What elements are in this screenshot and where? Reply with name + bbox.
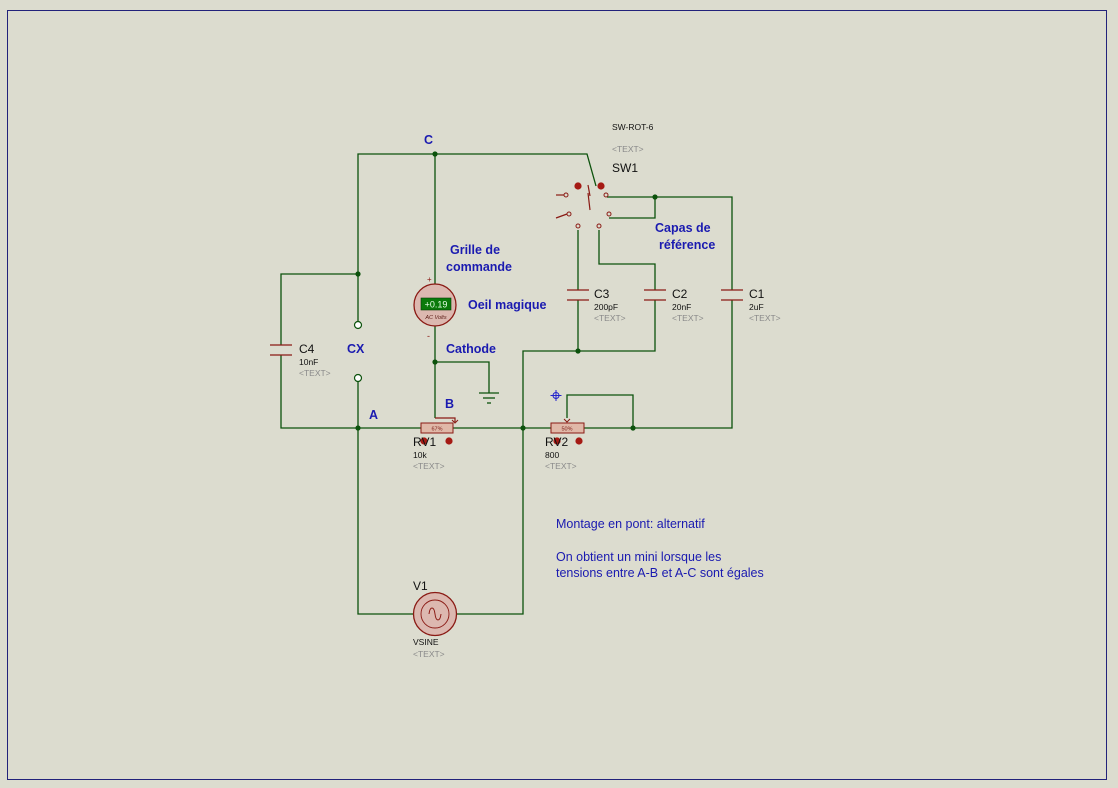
sine-source-v1[interactable] (412, 591, 458, 637)
sw1-text: <TEXT> (612, 144, 644, 154)
c2-ref: C2 (672, 287, 688, 301)
wire-ground (435, 361, 490, 393)
junctions (355, 151, 658, 431)
c2-value: 20nF (672, 302, 691, 312)
wire-c4-bottom (280, 355, 421, 429)
sheet-border (7, 10, 1107, 780)
junction-dot (432, 151, 438, 157)
note-line-3: tensions entre A-B et A-C sont égales (556, 566, 764, 580)
crosshair-cursor-icon (550, 390, 562, 401)
c1-ref: C1 (749, 287, 765, 301)
rv1-pin (445, 437, 453, 445)
c4-value: 10nF (299, 357, 318, 367)
rv2-body (550, 422, 585, 434)
v1-text: <TEXT> (413, 649, 445, 659)
rv1-wiper-arrow (435, 417, 456, 422)
rotary-switch-sw1[interactable] (555, 182, 612, 229)
meter-plus: + (427, 275, 432, 284)
v1-value: VSINE (413, 637, 439, 647)
switch-contact (566, 211, 572, 217)
cx-terminal-bottom[interactable] (353, 373, 363, 383)
node-label-b: B (445, 397, 454, 411)
cx-terminal-top[interactable] (353, 320, 363, 330)
ac-voltmeter[interactable]: +0.19 AC Volts + - (413, 275, 457, 341)
junction-dot (355, 425, 361, 431)
capacitor-c3[interactable] (567, 289, 589, 301)
c4-text: <TEXT> (299, 368, 331, 378)
meter-display (420, 297, 452, 311)
rv1-ref: RV1 (413, 435, 436, 449)
rv1-text: <TEXT> (413, 461, 445, 471)
rv2-pin (553, 437, 561, 445)
label-capas-2: référence (659, 238, 715, 252)
rv1-pin (420, 437, 428, 445)
c1-value: 2uF (749, 302, 764, 312)
wire-c4-top (280, 273, 358, 345)
sw1-ref: SW1 (612, 161, 638, 175)
note-line-1: Montage en pont: alternatif (556, 517, 705, 531)
potentiometer-rv2[interactable]: 50% (550, 418, 585, 445)
rv2-ref: RV2 (545, 435, 568, 449)
label-oeil-magique: Oeil magique (468, 298, 547, 312)
c2-text: <TEXT> (672, 313, 704, 323)
note-line-2: On obtient un mini lorsque les (556, 550, 721, 564)
rv2-text: <TEXT> (545, 461, 577, 471)
wire-c3-bottom (522, 300, 656, 428)
c4-ref: C4 (299, 342, 315, 356)
switch-contact (596, 223, 602, 229)
wire-sw-c2 (598, 230, 656, 290)
rv2-value: 800 (545, 450, 559, 460)
junction-dot (575, 348, 581, 354)
wire-top-c (357, 153, 597, 325)
cx-terminals (353, 320, 363, 383)
wire-sw-c1 (607, 196, 733, 290)
capacitor-c4[interactable] (270, 344, 292, 356)
switch-contact (563, 192, 569, 198)
node-label-a: A (369, 408, 378, 422)
capacitor-c2[interactable] (644, 289, 666, 301)
potentiometer-rv1[interactable]: 67% (420, 417, 459, 445)
junction-dot (355, 271, 361, 277)
label-grille-2: commande (446, 260, 512, 274)
node-label-c: C (424, 133, 433, 147)
junction-dot (652, 194, 658, 200)
wire-rv2-wiper (566, 394, 634, 428)
rv1-wiper-percent: 67% (431, 427, 442, 433)
rv2-wiper-percent: 50% (561, 427, 572, 433)
junction-dot (432, 359, 438, 365)
c3-ref: C3 (594, 287, 610, 301)
wire-sw-stub (609, 197, 656, 219)
meter-reading: +0.19 (425, 300, 448, 310)
node-label-cx: CX (347, 342, 365, 356)
c3-text: <TEXT> (594, 313, 626, 323)
label-capas-1: Capas de (655, 221, 711, 235)
rv2-arrow-head (563, 418, 571, 423)
wire-v1-right (457, 428, 524, 615)
switch-pin (574, 182, 582, 190)
label-cathode: Cathode (446, 342, 496, 356)
wire-v1-left (357, 428, 413, 615)
switch-contact (575, 223, 581, 229)
c3-value: 200pF (594, 302, 618, 312)
junction-dot (630, 425, 636, 431)
v1-inner (420, 599, 450, 629)
junction-dot (520, 425, 526, 431)
rv1-value: 10k (413, 450, 427, 460)
ground-icon (479, 392, 499, 404)
capacitor-c1[interactable] (721, 289, 743, 301)
meter-unit: AC Volts (424, 315, 446, 321)
switch-contact (603, 192, 609, 198)
meter-minus: - (427, 331, 430, 341)
sw1-part: SW-ROT-6 (612, 122, 654, 132)
v1-ref: V1 (413, 579, 428, 593)
sine-wave-icon (428, 607, 442, 621)
rv2-pin (575, 437, 583, 445)
switch-contact (606, 211, 612, 217)
rv1-arrow-head (451, 419, 459, 424)
label-grille-1: Grille de (450, 243, 500, 257)
rv1-body (420, 422, 454, 434)
switch-pin (597, 182, 605, 190)
c1-text: <TEXT> (749, 313, 781, 323)
